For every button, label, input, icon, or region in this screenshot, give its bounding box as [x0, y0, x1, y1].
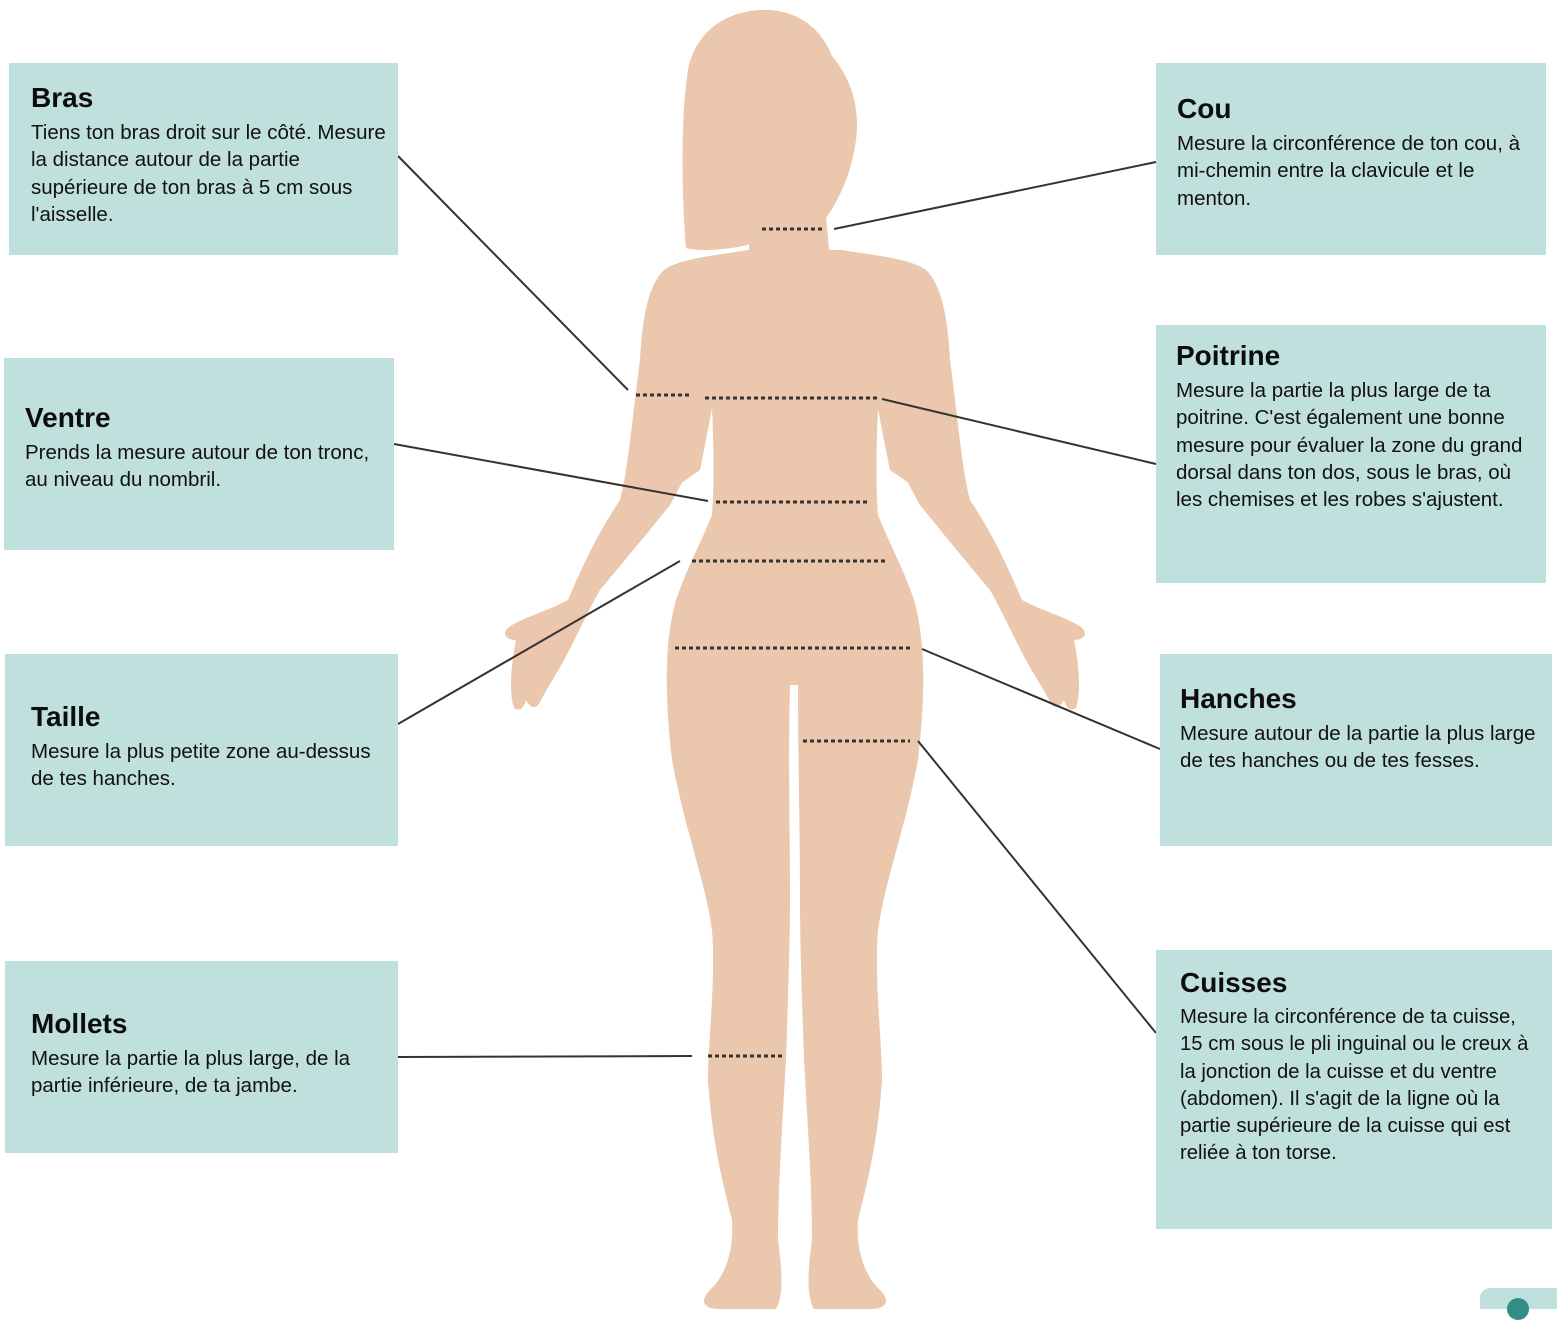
ventre-info-box: Ventre Prends la mesure autour de ton tr…: [4, 358, 394, 550]
ventre-title: Ventre: [25, 401, 384, 435]
cou-leader-line: [834, 162, 1156, 229]
body-silhouette: [505, 10, 1085, 1309]
mollets-text: Mesure la partie la plus large, de la pa…: [31, 1045, 390, 1100]
taille-text: Mesure la plus petite zone au-dessus de …: [31, 738, 388, 793]
taille-info-box: Taille Mesure la plus petite zone au-des…: [5, 654, 398, 846]
bras-leader-line: [398, 156, 628, 390]
bras-title: Bras: [31, 81, 388, 115]
hanches-title: Hanches: [1180, 682, 1542, 716]
cou-text: Mesure la circonférence de ton cou, à mi…: [1177, 130, 1536, 212]
bras-text: Tiens ton bras droit sur le côté. Mesure…: [31, 119, 388, 228]
cuisses-leader-line: [918, 741, 1156, 1033]
taille-title: Taille: [31, 700, 388, 734]
bras-info-box: Bras Tiens ton bras droit sur le côté. M…: [9, 63, 398, 255]
hanches-text: Mesure autour de la partie la plus large…: [1180, 720, 1542, 775]
hanches-info-box: Hanches Mesure autour de la partie la pl…: [1160, 654, 1552, 846]
cuisses-info-box: Cuisses Mesure la circonférence de ta cu…: [1156, 950, 1552, 1229]
chat-bubble-icon[interactable]: [1507, 1298, 1529, 1320]
cou-info-box: Cou Mesure la circonférence de ton cou, …: [1156, 63, 1546, 255]
mollets-info-box: Mollets Mesure la partie la plus large, …: [5, 961, 398, 1153]
poitrine-title: Poitrine: [1176, 339, 1538, 373]
mollets-leader-line: [398, 1056, 692, 1057]
ventre-text: Prends la mesure autour de ton tronc, au…: [25, 439, 384, 494]
corner-widget-button[interactable]: [1480, 1288, 1557, 1309]
cuisses-title: Cuisses: [1180, 966, 1544, 1000]
cou-title: Cou: [1177, 92, 1536, 126]
mollets-title: Mollets: [31, 1007, 390, 1041]
poitrine-info-box: Poitrine Mesure la partie la plus large …: [1156, 325, 1546, 583]
cuisses-text: Mesure la circonférence de ta cuisse, 15…: [1180, 1004, 1544, 1168]
poitrine-text: Mesure la partie la plus large de ta poi…: [1176, 377, 1538, 513]
